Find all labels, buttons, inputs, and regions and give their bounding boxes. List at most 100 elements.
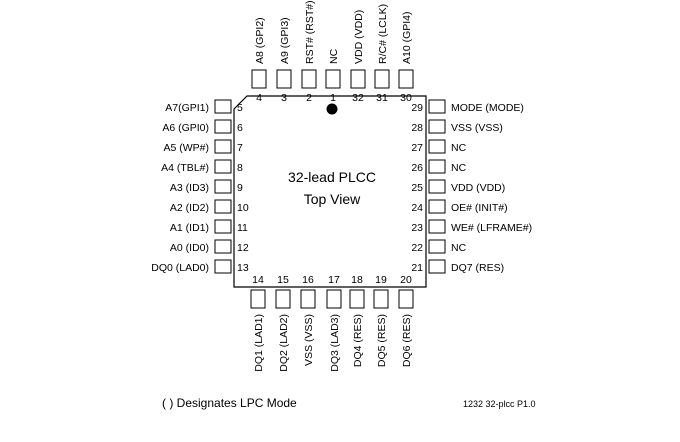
package-title: 32-lead PLCC (288, 169, 376, 185)
bottom-pin-19 (373, 289, 389, 309)
right-pin-number: 24 (411, 202, 423, 214)
left-pin-label: A2 (ID2) (170, 202, 209, 214)
right-pin-28 (428, 119, 446, 134)
top-pin-label: NC (328, 48, 340, 64)
bottom-pin-number: 17 (328, 274, 340, 286)
left-pin-5 (214, 99, 232, 114)
top-pin-1 (325, 69, 341, 89)
right-pin-number: 23 (411, 222, 423, 234)
left-pin-number: 7 (237, 142, 243, 154)
right-pin-23 (428, 219, 446, 234)
right-pin-label: VDD (VDD) (451, 182, 505, 194)
bottom-pin-14 (250, 289, 266, 309)
left-pin-label: A4 (TBL#) (161, 162, 209, 174)
bottom-pin-20 (398, 289, 414, 309)
left-pin-number: 8 (237, 162, 243, 174)
bottom-pin-label: DQ3 (LAD3) (329, 314, 341, 372)
left-pin-number: 13 (237, 262, 249, 274)
top-pin-number: 32 (352, 92, 364, 104)
pin1-indicator (326, 103, 338, 115)
left-pin-9 (214, 179, 232, 194)
bottom-pin-number: 14 (252, 274, 264, 286)
left-pin-label: DQ0 (LAD0) (151, 262, 209, 274)
chip-body (233, 95, 427, 288)
bottom-pin-label: DQ5 (RES) (376, 314, 388, 367)
bottom-pin-17 (326, 289, 342, 309)
right-pin-24 (428, 199, 446, 214)
right-pin-21 (428, 259, 446, 274)
left-pin-number: 9 (237, 182, 243, 194)
bottom-pin-label: DQ2 (LAD2) (278, 314, 290, 372)
right-pin-25 (428, 179, 446, 194)
figure-reference: 1232 32-plcc P1.0 (463, 399, 536, 409)
left-pin-number: 5 (237, 102, 243, 114)
top-pin-number: 1 (330, 92, 336, 104)
bottom-pin-label: DQ6 (RES) (401, 314, 413, 367)
left-pin-8 (214, 159, 232, 174)
top-pin-label: A10 (GPI4) (401, 11, 413, 64)
bottom-pin-label: VSS (VSS) (303, 314, 315, 366)
top-pin-label: R/C# (LCLK) (377, 4, 389, 64)
right-pin-22 (428, 239, 446, 254)
right-pin-number: 27 (411, 142, 423, 154)
top-pin-number: 2 (306, 92, 312, 104)
bottom-pin-number: 15 (277, 274, 289, 286)
left-pin-label: A6 (GPI0) (162, 122, 209, 134)
top-pin-number: 4 (256, 92, 262, 104)
right-pin-label: VSS (VSS) (451, 122, 503, 134)
top-pin-number: 3 (281, 92, 287, 104)
bottom-pin-16 (300, 289, 316, 309)
right-pin-26 (428, 159, 446, 174)
right-pin-label: WE# (LFRAME#) (451, 222, 532, 234)
top-pin-number: 31 (376, 92, 388, 104)
top-pin-31 (374, 69, 390, 89)
right-pin-label: NC (451, 142, 467, 154)
right-pin-label: DQ7 (RES) (451, 262, 504, 274)
left-pin-12 (214, 239, 232, 254)
bottom-pin-number: 20 (400, 274, 412, 286)
top-pin-label: VDD (VDD) (353, 10, 365, 64)
left-pin-7 (214, 139, 232, 154)
left-pin-label: A5 (WP#) (163, 142, 209, 154)
left-pin-label: A7(GPI1) (165, 102, 209, 114)
lpc-mode-footnote: ( ) Designates LPC Mode (162, 396, 297, 410)
left-pin-label: A3 (ID3) (170, 182, 209, 194)
bottom-pin-number: 16 (302, 274, 314, 286)
left-pin-11 (214, 219, 232, 234)
top-pin-4 (251, 69, 267, 89)
left-pin-label: A0 (ID0) (170, 242, 209, 254)
left-pin-13 (214, 259, 232, 274)
bottom-pin-label: DQ4 (RES) (352, 314, 364, 367)
top-pin-32 (350, 69, 366, 89)
right-pin-number: 21 (411, 262, 423, 274)
package-subtitle: Top View (304, 191, 361, 207)
top-pin-2 (301, 69, 317, 89)
top-pin-label: RST# (RST#) (304, 0, 316, 64)
left-pin-number: 10 (237, 202, 249, 214)
top-pin-number: 30 (400, 92, 412, 104)
right-pin-label: NC (451, 242, 467, 254)
top-pin-30 (398, 69, 414, 89)
bottom-pin-number: 19 (375, 274, 387, 286)
top-pin-3 (276, 69, 292, 89)
right-pin-label: NC (451, 162, 467, 174)
bottom-pin-15 (275, 289, 291, 309)
right-pin-number: 25 (411, 182, 423, 194)
top-pin-label: A9 (GPI3) (279, 17, 291, 64)
left-pin-10 (214, 199, 232, 214)
top-pin-label: A8 (GPI2) (254, 17, 266, 64)
left-pin-number: 6 (237, 122, 243, 134)
left-pin-6 (214, 119, 232, 134)
bottom-pin-number: 18 (351, 274, 363, 286)
right-pin-number: 28 (411, 122, 423, 134)
right-pin-label: OE# (INIT#) (451, 202, 508, 214)
right-pin-number: 26 (411, 162, 423, 174)
left-pin-label: A1 (ID1) (170, 222, 209, 234)
bottom-pin-label: DQ1 (LAD1) (253, 314, 265, 372)
right-pin-label: MODE (MODE) (451, 102, 524, 114)
bottom-pin-18 (349, 289, 365, 309)
left-pin-number: 12 (237, 242, 249, 254)
right-pin-29 (428, 99, 446, 114)
